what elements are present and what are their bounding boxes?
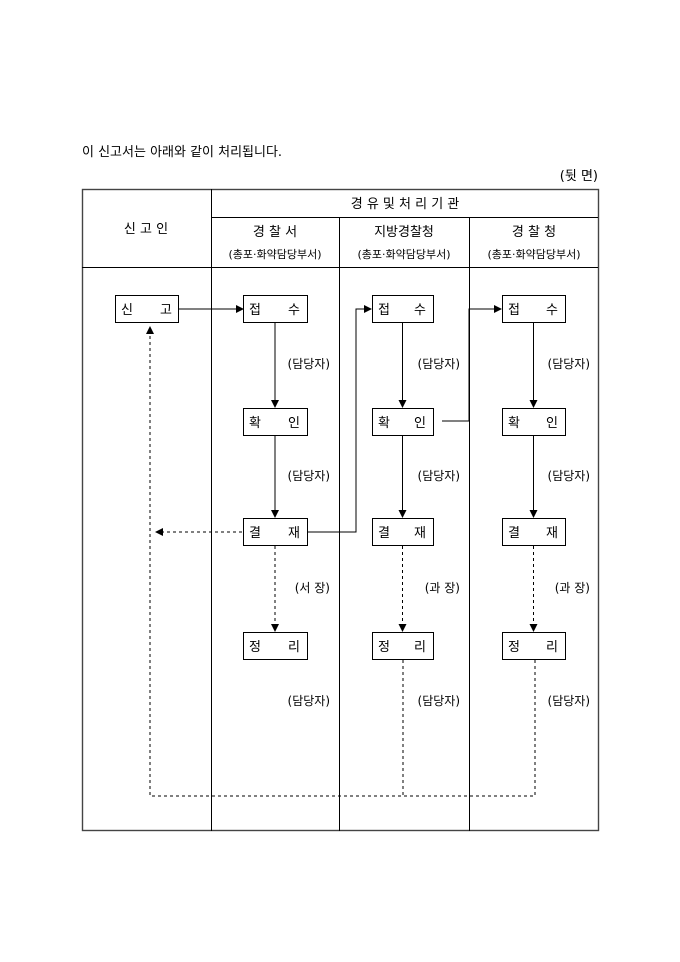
- step-label: 확 인: [249, 416, 300, 431]
- dashed-return-path: [146, 326, 404, 797]
- header-col-provincial-police: 지방경찰청: [374, 225, 434, 240]
- step-box: 확 인: [372, 408, 434, 436]
- step-label: 확 인: [508, 416, 558, 431]
- step-box: 정 리: [372, 632, 434, 660]
- header-col-police-station: 경 찰 서: [253, 225, 297, 240]
- step-label: 결 재: [508, 526, 558, 541]
- step-box: 확 인: [502, 408, 566, 436]
- role-label: (담당자): [418, 357, 460, 371]
- step-box: 결 재: [372, 518, 434, 546]
- arrow-provincial-to-national: [442, 305, 502, 422]
- header-reporter: 신 고 인: [124, 222, 168, 237]
- step-label: 접 수: [378, 303, 426, 318]
- role-label: (과 장): [425, 581, 460, 595]
- step-label: 결 재: [249, 526, 300, 541]
- header-col-provincial-police-dept: (총포·화약담당부서): [357, 247, 450, 261]
- step-box: 접 수: [502, 295, 566, 323]
- report-box: 신 고: [115, 295, 179, 323]
- intro-text: 이 신고서는 아래와 같이 처리됩니다.: [82, 145, 282, 160]
- role-label: (담당자): [418, 694, 460, 708]
- role-label: (서 장): [295, 581, 330, 595]
- arrow-station-to-provincial: [307, 305, 372, 533]
- step-label: 확 인: [378, 416, 426, 431]
- role-label: (담당자): [288, 469, 330, 483]
- header-col-national-police-dept: (총포·화약담당부서): [487, 247, 580, 261]
- header-col-national-police: 경 찰 청: [512, 225, 556, 240]
- step-label: 접 수: [249, 303, 300, 318]
- header-agencies-title: 경 유 및 처 리 기 관: [351, 197, 460, 212]
- step-label: 결 재: [378, 526, 426, 541]
- step-label: 정 리: [508, 640, 558, 655]
- step-box: 정 리: [243, 632, 308, 660]
- step-box: 접 수: [243, 295, 308, 323]
- step-label: 정 리: [249, 640, 300, 655]
- role-label: (담당자): [548, 694, 590, 708]
- role-label: (담당자): [548, 469, 590, 483]
- header-col-police-station-dept: (총포·화약담당부서): [228, 247, 321, 261]
- role-label: (담당자): [418, 469, 460, 483]
- step-box: 결 재: [243, 518, 308, 546]
- step-label: 접 수: [508, 303, 558, 318]
- dashed-return-path-national: [403, 660, 536, 797]
- table-frame: [81, 188, 600, 832]
- role-label: (담당자): [288, 694, 330, 708]
- role-label: (담당자): [288, 357, 330, 371]
- page-side-label: (뒷 면): [560, 169, 598, 184]
- report-label: 신 고: [121, 303, 172, 318]
- step-box: 접 수: [372, 295, 434, 323]
- step-label: 정 리: [378, 640, 426, 655]
- step-box: 정 리: [502, 632, 566, 660]
- role-label: (과 장): [555, 581, 590, 595]
- step-box: 확 인: [243, 408, 308, 436]
- step-box: 결 재: [502, 518, 566, 546]
- role-label: (담당자): [548, 357, 590, 371]
